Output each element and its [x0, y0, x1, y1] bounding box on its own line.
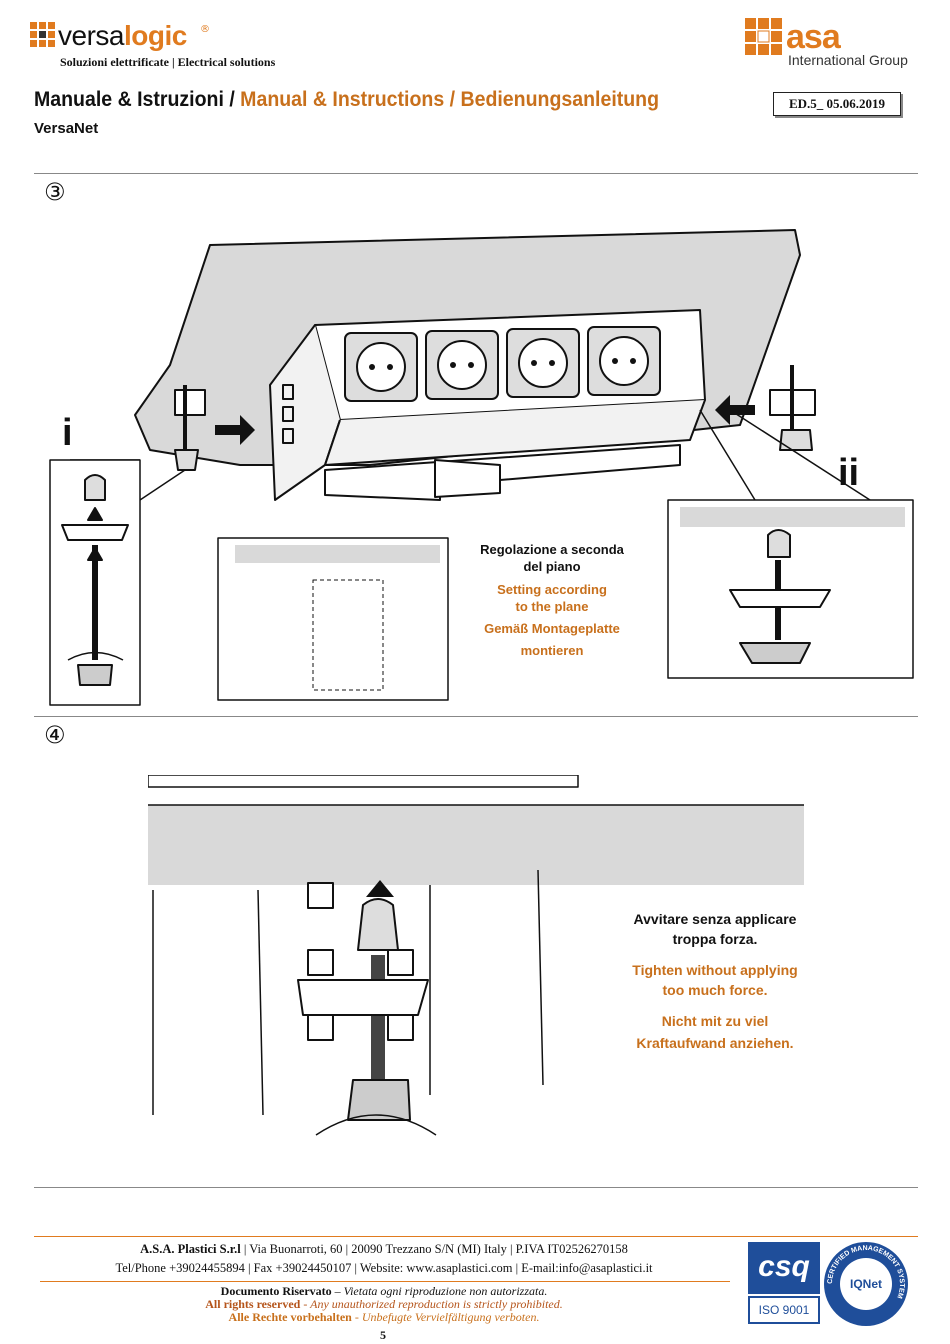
title-en: Manual & Instructions /	[240, 88, 456, 111]
caption-de-line-2: montieren	[520, 643, 584, 658]
page-title: Manuale & Istruzioni / Manual & Instruct…	[34, 88, 659, 112]
caption-it-line-1: Avvitare senza applicare	[633, 911, 797, 927]
caption-it-line-2: del piano	[523, 559, 581, 574]
divider	[34, 716, 918, 717]
footer-address: A.S.A. Plastici S.r.l | Via Buonarroti, …	[34, 1242, 734, 1257]
iqnet-label: IQNet	[850, 1277, 882, 1291]
step-4-number: ④	[44, 721, 66, 749]
caption-en-line-1: Tighten without applying	[632, 962, 798, 978]
footer-rule	[34, 1236, 918, 1237]
registered-mark: ®	[200, 24, 210, 35]
title-de: Bedienungsanleitung	[460, 88, 660, 111]
conf-en-rest: - Any unauthorized reproduction is stric…	[300, 1297, 563, 1311]
asa-group-label: International Group	[788, 52, 908, 68]
conf-de-bold: Alle Rechte vorbehalten	[228, 1310, 352, 1324]
versalogic-wordmark: versalogic	[58, 20, 187, 51]
address-text: | Via Buonarroti, 60 | 20090 Trezzano S/…	[240, 1242, 628, 1256]
asa-wordmark: asa	[786, 18, 841, 56]
asa-logo-icon	[745, 18, 782, 55]
iso-9001-label: ISO 9001	[748, 1296, 820, 1324]
conf-it-rest: – Vietata ogni riproduzione non autorizz…	[331, 1284, 548, 1298]
step-4-caption: Avvitare senza applicare troppa forza. T…	[610, 909, 820, 1053]
versalogic-tagline: Soluzioni elettrificate | Electrical sol…	[60, 55, 276, 69]
step-4-illustration	[148, 775, 804, 1136]
product-name: VersaNet	[34, 120, 99, 137]
footer-rule	[40, 1281, 730, 1282]
step-3-caption: Regolazione a seconda del piano Setting …	[462, 541, 642, 659]
conf-it-bold: Documento Riservato	[220, 1284, 332, 1298]
title-it: Manuale & Istruzioni /	[34, 88, 235, 111]
caption-en-line-2: to the plane	[515, 599, 589, 614]
footer-contacts: Tel/Phone +39024455894 | Fax +3902445010…	[115, 1261, 653, 1275]
company-name: A.S.A. Plastici S.r.l	[140, 1242, 241, 1256]
caption-de-line-2: Kraftaufwand anziehen.	[636, 1035, 794, 1051]
divider	[34, 173, 918, 174]
confidential-en: All rights reserved - Any unauthorized r…	[34, 1297, 734, 1312]
page-number: 5	[380, 1328, 386, 1342]
confidential-it: Documento Riservato – Vietata ogni ripro…	[34, 1284, 734, 1299]
caption-de-line-1: Gemäß Montageplatte	[484, 621, 620, 636]
step-3-illustration	[49, 229, 914, 706]
divider	[34, 1187, 918, 1188]
conf-de-rest: - Unbefugte Vervielfältigung verboten.	[351, 1310, 540, 1324]
caption-de-line-1: Nicht mit zu viel	[661, 1013, 769, 1029]
caption-it-line-1: Regolazione a seconda	[480, 542, 624, 557]
edition-badge: ED.5_ 05.06.2019	[773, 92, 901, 116]
step-3-label-ii: ii	[838, 452, 860, 494]
confidential-de: Alle Rechte vorbehalten - Unbefugte Verv…	[34, 1310, 734, 1325]
conf-en-bold: All rights reserved	[205, 1297, 301, 1311]
caption-en-line-1: Setting according	[497, 582, 607, 597]
versalogic-logo-icon	[30, 22, 55, 47]
csq-logo: csq	[748, 1242, 820, 1294]
step-3-number: ③	[44, 178, 66, 206]
iqnet-certification-icon: CERTIFIED MANAGEMENT SYSTEM IQNet	[824, 1242, 908, 1326]
step-3-label-i: i	[62, 412, 73, 454]
caption-en-line-2: too much force.	[662, 982, 768, 998]
caption-it-line-2: troppa forza.	[672, 931, 758, 947]
